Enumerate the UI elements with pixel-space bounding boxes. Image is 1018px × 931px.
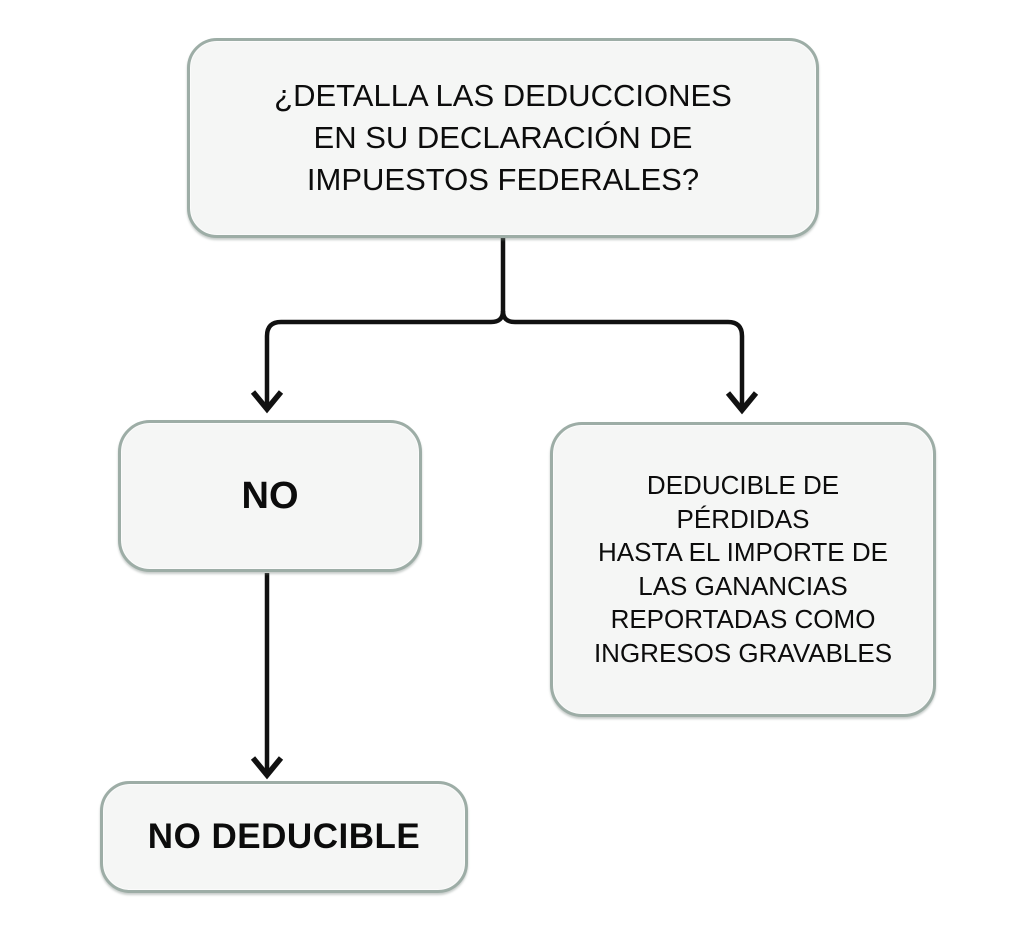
- node-loss-deductible-line-5: REPORTADAS COMO: [610, 604, 876, 634]
- node-question-line-2: EN SU DECLARACIÓN DE: [313, 120, 693, 155]
- edge-question-to-no: [264, 310, 506, 407]
- node-loss-deductible-line-3: HASTA EL IMPORTE DE: [598, 537, 888, 567]
- node-loss-deductible-line-1: DEDUCIBLE DE: [646, 470, 840, 500]
- node-loss-deductible-line-2: PÉRDIDAS: [676, 503, 810, 534]
- node-question-line-3: IMPUESTOS FEDERALES?: [306, 162, 700, 197]
- arrowhead-to-not-deductible: [250, 756, 284, 780]
- node-loss-deductible: DEDUCIBLE DE PÉRDIDAS HASTA EL IMPORTE D…: [550, 422, 936, 717]
- node-not-deductible: NO DEDUCIBLE: [100, 781, 468, 893]
- edge-question-to-loss-deductible: [500, 310, 745, 408]
- node-loss-deductible-line-4: LAS GANANCIAS: [638, 570, 848, 601]
- node-question: ¿DETALLA LAS DEDUCCIONES EN SU DECLARACI…: [187, 38, 819, 238]
- node-no: NO: [118, 420, 422, 572]
- node-loss-deductible-line-6: INGRESOS GRAVABLES: [593, 637, 893, 668]
- node-question-line-1: ¿DETALLA LAS DEDUCCIONES: [274, 78, 732, 113]
- arrowhead-to-loss-deductible: [725, 391, 759, 415]
- arrowhead-to-no: [250, 390, 284, 414]
- node-not-deductible-label: NO DEDUCIBLE: [147, 817, 421, 856]
- node-no-label: NO: [241, 475, 299, 517]
